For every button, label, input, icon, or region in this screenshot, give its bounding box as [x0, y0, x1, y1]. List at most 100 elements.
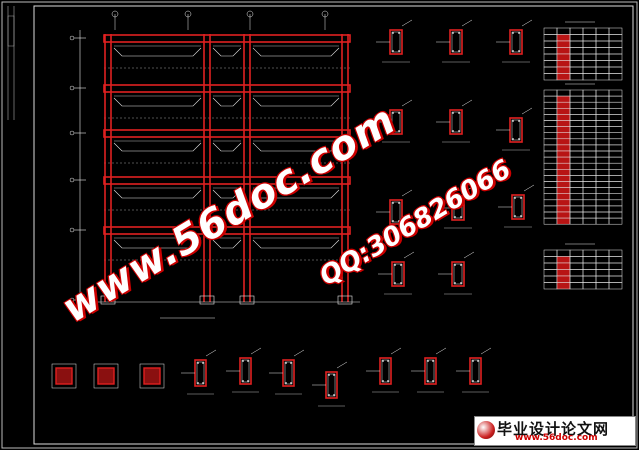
section-stirrup — [393, 263, 403, 285]
table-cell — [569, 175, 584, 182]
table-cell — [608, 181, 623, 188]
table-cell — [569, 89, 584, 97]
rebar-dot — [290, 382, 292, 384]
rebar-dot — [427, 380, 429, 382]
table-cell — [543, 120, 558, 127]
beam — [103, 84, 351, 93]
table-cell — [543, 40, 558, 48]
table-cell — [595, 27, 610, 35]
table-cell — [556, 193, 571, 201]
table-cell — [569, 138, 584, 146]
column-section — [438, 185, 475, 229]
table-cell — [608, 150, 623, 158]
rebar-dot — [512, 138, 514, 140]
rebar-dot — [520, 215, 522, 217]
section-leader — [293, 349, 305, 357]
table-cell — [569, 73, 584, 81]
rebar-dot — [247, 380, 249, 382]
section-stirrup — [513, 196, 523, 218]
column-section — [312, 361, 348, 407]
table-cell — [556, 60, 571, 68]
rebar-table — [543, 27, 623, 81]
table-cell — [595, 193, 610, 201]
section-stirrup — [453, 263, 463, 285]
section-leader — [461, 99, 473, 107]
table-cell — [556, 262, 571, 270]
table-cell — [582, 211, 597, 219]
rebar-dot — [197, 382, 199, 384]
table-cell — [582, 120, 597, 127]
section-leader — [205, 349, 217, 357]
rebar-dot — [518, 50, 520, 52]
table-cell — [595, 95, 610, 103]
beam-rebar-detail — [113, 97, 202, 107]
site-logo-bar[interactable]: 毕业设计论文网 www.56doc.com — [474, 416, 636, 446]
table-cell — [556, 34, 571, 42]
rebar-dot — [387, 380, 389, 382]
rebar-dot — [460, 198, 462, 200]
rebar-dot — [518, 120, 520, 122]
table-cell — [608, 126, 623, 133]
table-cell — [595, 101, 610, 109]
rebar-dot — [394, 264, 396, 266]
table-cell — [595, 40, 610, 48]
section-leader — [435, 347, 447, 355]
column-section — [411, 347, 447, 393]
table-cell — [582, 162, 597, 170]
table-cell — [608, 269, 623, 277]
table-cell — [556, 199, 571, 207]
rebar-dot — [472, 380, 474, 382]
table-cell — [608, 144, 623, 152]
table-cell — [556, 53, 571, 61]
binding-box — [7, 15, 15, 47]
level-marker — [69, 85, 75, 91]
section-outline — [325, 371, 338, 399]
rebar-dot — [460, 264, 462, 266]
table-cell — [608, 47, 623, 55]
level-marker — [69, 177, 75, 183]
table-cell — [582, 114, 597, 121]
table-cell — [543, 256, 558, 264]
table-cell — [608, 175, 623, 182]
table-cell — [543, 162, 558, 170]
top-axis-bubble — [111, 10, 119, 18]
square-section — [93, 363, 119, 389]
table-cell — [556, 114, 571, 121]
table-cell — [569, 217, 584, 225]
table-cell — [608, 40, 623, 48]
table-cell — [543, 193, 558, 201]
rebar-dot — [518, 32, 520, 34]
rebar-dot — [392, 50, 394, 52]
table-cell — [556, 144, 571, 152]
table-cell — [556, 108, 571, 115]
section-leader — [403, 251, 415, 259]
table-cell — [569, 53, 584, 61]
table-cell — [582, 262, 597, 270]
table-cell — [595, 249, 610, 257]
table-cell — [582, 126, 597, 133]
table-cell — [595, 256, 610, 264]
section-outline — [239, 357, 252, 385]
table-cell — [569, 199, 584, 207]
table-cell — [543, 53, 558, 61]
beam-rebar-detail — [252, 239, 340, 249]
rebar-dot — [398, 50, 400, 52]
rebar-dot — [333, 374, 335, 376]
rebar-dot — [242, 380, 244, 382]
table-cell — [543, 108, 558, 115]
table-cell — [543, 181, 558, 188]
rebar-dot — [392, 130, 394, 132]
rebar-dot — [382, 380, 384, 382]
table-cell — [608, 211, 623, 219]
rebar-dot — [512, 50, 514, 52]
table-cell — [556, 217, 571, 225]
table-cell — [582, 66, 597, 74]
section-leader — [523, 184, 535, 192]
rebar-dot — [197, 362, 199, 364]
table-cell — [608, 27, 623, 35]
rebar-dot — [512, 32, 514, 34]
table-cell — [582, 101, 597, 109]
table-cell — [595, 108, 610, 115]
table-cell — [569, 211, 584, 219]
